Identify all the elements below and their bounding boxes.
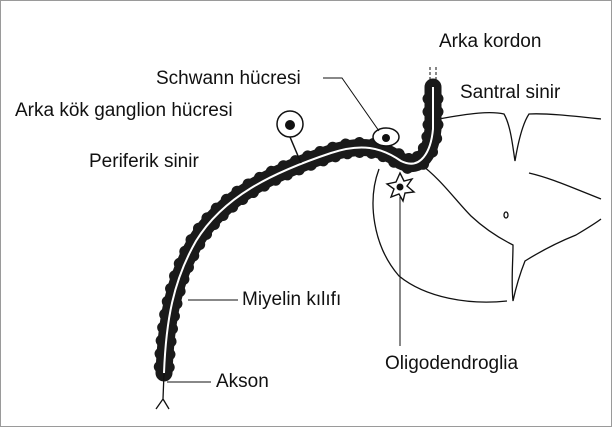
label-santral-sinir: Santral sinir — [460, 82, 561, 103]
spinal-cord-outline — [372, 111, 602, 303]
label-schwann-hucresi: Schwann hücresi — [156, 68, 301, 89]
label-arka-kordon: Arka kordon — [439, 31, 542, 52]
oligodendroglia-nucleus — [396, 183, 404, 191]
leader-lines — [167, 77, 401, 383]
label-akson: Akson — [216, 371, 269, 392]
spinal-cord-upper-contour — [438, 111, 602, 162]
ganglion-cell-nucleus — [285, 120, 295, 130]
oligodendroglia-cell — [385, 171, 416, 203]
spinal-cord-gray-matter — [418, 162, 602, 302]
ganglion-cell-stalk — [289, 136, 302, 164]
spinal-cord-dorsal-horn — [528, 172, 602, 200]
axon-tail — [155, 372, 170, 410]
label-periferik-sinir: Periferik sinir — [89, 151, 199, 172]
dorsal-root-ganglion-cell — [276, 110, 304, 164]
label-miyelin-kilifi: Miyelin kılıfı — [242, 289, 342, 310]
label-arka-kok-ganglion-hucresi: Arka kök ganglion hücresi — [15, 100, 233, 121]
label-oligodendroglia: Oligodendroglia — [385, 353, 519, 374]
schwann-cell-nucleus — [382, 134, 390, 142]
schwann-cell — [372, 127, 400, 147]
axon — [163, 87, 434, 374]
leader-schwann — [323, 77, 380, 132]
central-canal — [503, 211, 509, 219]
spinal-cord-ventral-outline — [372, 168, 508, 303]
